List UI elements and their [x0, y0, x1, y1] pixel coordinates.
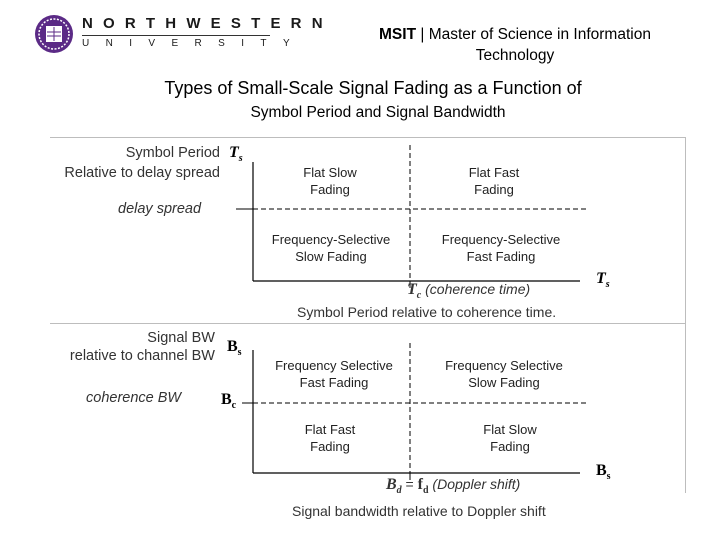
program-separator: |: [416, 26, 429, 43]
bottom-panel-divider: [50, 323, 685, 324]
slide-title: Types of Small-Scale Signal Fading as a …: [164, 78, 582, 98]
bottom-cell-flat-fast: Flat Fast Fading: [304, 422, 356, 454]
program-name: Master of Science in Information Technol…: [428, 26, 651, 64]
top-cell-flat-slow: Flat Slow Fading: [303, 165, 357, 197]
top-x-axis-symbol: Ts: [596, 270, 610, 291]
logo-wordmark-top: NORTHWESTERN: [82, 15, 333, 32]
top-threshold-label: delay spread: [118, 201, 202, 217]
top-y-label-line1: Symbol Period: [125, 145, 220, 161]
program-abbr: MSIT: [379, 26, 417, 43]
bottom-x-caption: Signal bandwidth relative to Doppler shi…: [292, 503, 546, 519]
bottom-y-label-line1: Signal BW: [147, 330, 215, 346]
top-panel-divider: [50, 137, 685, 138]
top-cell-flat-fast: Flat Fast Fading: [468, 165, 520, 197]
top-x-caption: Symbol Period relative to coherence time…: [297, 304, 557, 320]
bottom-x-axis-symbol: Bs: [596, 462, 611, 483]
bottom-threshold-label: coherence BW: [86, 390, 182, 406]
bottom-y-axis-symbol: Bs: [227, 338, 242, 359]
bottom-panel-right-border: [685, 323, 686, 493]
top-y-label-line2: Relative to delay spread: [64, 165, 220, 181]
bottom-cell-fs-slow: Frequency Selective Slow Fading: [445, 358, 563, 390]
bottom-y-label-line2: relative to channel BW: [69, 348, 215, 364]
top-x-threshold-label: Tc (coherence time): [407, 281, 531, 302]
bottom-cell-flat-slow: Flat Slow Fading: [483, 422, 537, 454]
top-cell-fs-slow: Frequency-Selective Slow Fading: [271, 232, 391, 264]
northwestern-seal-icon: [35, 15, 73, 53]
slide-subtitle: Symbol Period and Signal Bandwidth: [250, 104, 506, 121]
program-title: MSIT | Master of Science in Information …: [350, 24, 680, 66]
top-cell-fs-fast: Frequency-Selective Fast Fading: [441, 232, 561, 264]
top-y-axis-symbol: Ts: [229, 144, 243, 165]
bottom-x-threshold-label: Bd = fd (Doppler shift): [386, 476, 521, 497]
bottom-threshold-symbol: Bc: [221, 391, 237, 412]
bottom-cell-fs-fast: Frequency Selective Fast Fading: [275, 358, 393, 390]
logo-divider: [82, 35, 270, 36]
logo-wordmark-bottom: UNIVERSITY: [82, 38, 307, 49]
top-panel-right-border: [685, 137, 686, 323]
